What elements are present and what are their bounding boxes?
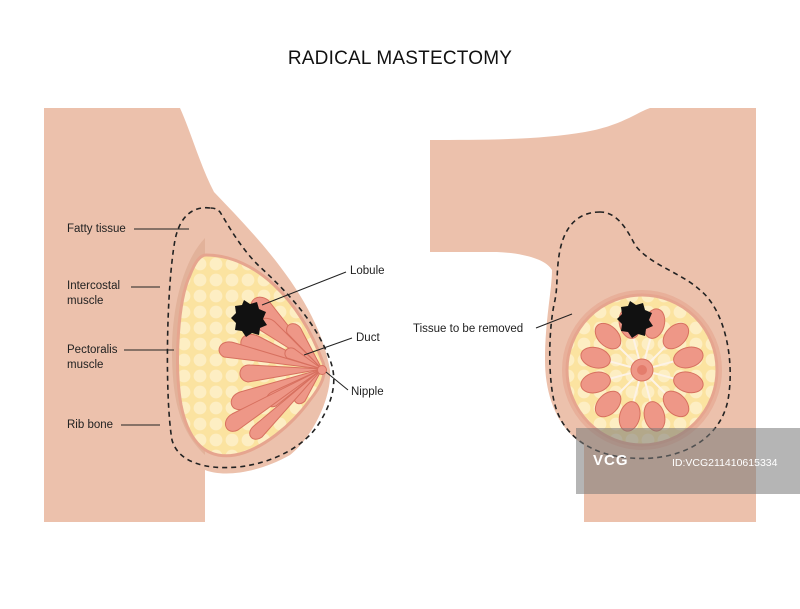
label-nipple: Nipple — [351, 386, 384, 398]
label-fatty-tissue: Fatty tissue — [67, 223, 126, 235]
lobule — [239, 364, 323, 383]
leader-tissue-removed — [535, 313, 573, 329]
lobule — [594, 390, 622, 418]
label-lobule: Lobule — [350, 265, 385, 277]
watermark-logo: VCG — [593, 452, 629, 469]
leader-duct — [303, 337, 353, 356]
lobule — [286, 323, 323, 370]
lobule — [224, 368, 323, 432]
nipple — [317, 365, 327, 375]
leader-lines — [121, 228, 573, 426]
label-tissue-to-be-removed: Tissue to be removed — [413, 323, 524, 335]
lobule — [673, 371, 704, 394]
label-intercostal-muscle: Intercostal muscle — [67, 279, 120, 309]
front-view — [430, 108, 756, 522]
lobule — [284, 347, 323, 370]
side-view — [44, 108, 335, 522]
label-line: Pectoralis — [67, 344, 118, 356]
glands-side — [218, 296, 323, 440]
nipple — [637, 365, 647, 375]
label-line: Intercostal — [67, 280, 121, 292]
lobule — [218, 341, 323, 370]
tumor — [617, 301, 653, 338]
watermark-id: ID:VCG211410615334 — [672, 457, 778, 469]
lobule — [662, 322, 690, 350]
lobule — [580, 371, 611, 394]
lobule — [662, 390, 690, 418]
label-pectoralis-muscle: Pectoralis muscle — [67, 343, 118, 373]
removal-boundary-front — [548, 211, 731, 460]
diagram-title: RADICAL MASTECTOMY — [287, 48, 513, 69]
label-duct: Duct — [356, 332, 380, 344]
leader-lobule — [261, 271, 347, 306]
watermark — [576, 428, 800, 494]
lobule — [594, 322, 622, 350]
removal-boundary-side — [166, 206, 335, 469]
label-line: muscle — [67, 295, 104, 307]
label-line: muscle — [67, 359, 104, 371]
tumor — [231, 300, 267, 337]
leader-nipple — [325, 371, 349, 391]
lobule — [249, 368, 323, 440]
lobule — [580, 346, 611, 369]
label-rib-bone: Rib bone — [67, 419, 114, 431]
lobule — [673, 346, 704, 369]
